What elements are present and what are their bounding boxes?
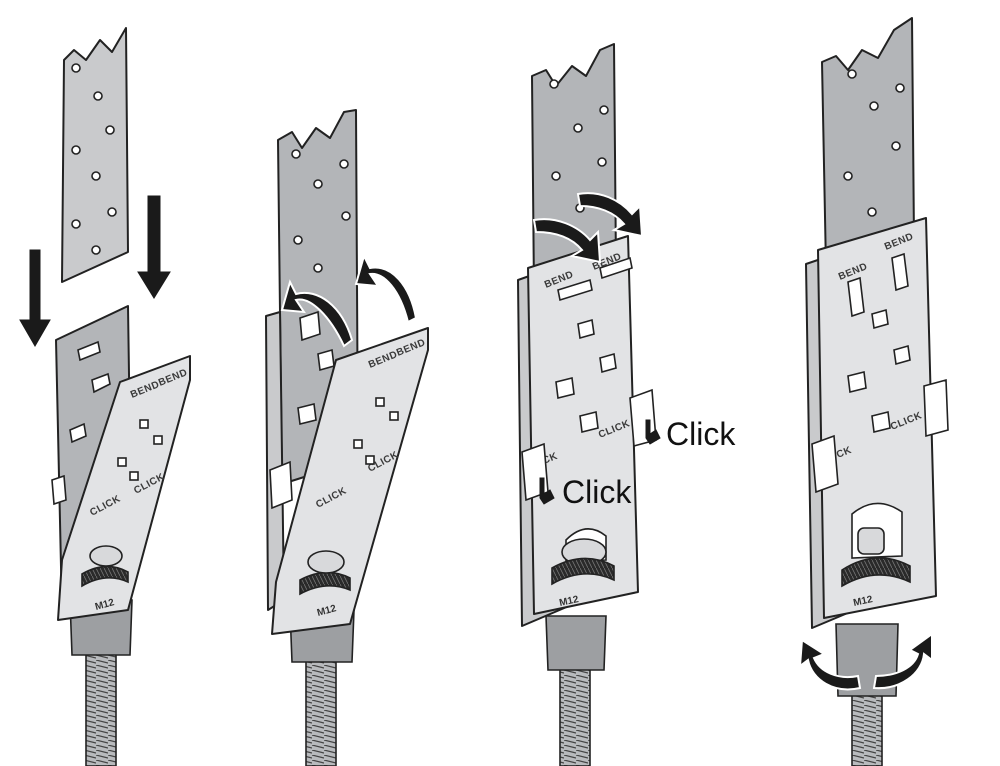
click-arrow-icon xyxy=(539,477,555,505)
arrow-down-icon xyxy=(19,249,51,348)
washer xyxy=(307,550,345,574)
threaded-rod xyxy=(305,649,337,766)
threaded-rod xyxy=(851,689,883,766)
knurled-nut xyxy=(299,571,351,596)
click-arrow-icon xyxy=(645,419,661,445)
knurled-nut xyxy=(551,557,615,586)
bend-arrow-icon xyxy=(354,253,418,324)
rotate-arrow-icon xyxy=(798,638,862,691)
click-callout-left: Click xyxy=(562,474,632,510)
bend-arrow-icon xyxy=(576,192,644,238)
knurled-nut xyxy=(841,557,911,588)
step-3: BEND BEND CLICK CK M12 Click Click xyxy=(517,43,736,766)
step-2: BEND BEND CLICK CLICK M12 xyxy=(265,109,429,766)
knurled-nut xyxy=(81,565,129,588)
step-1: BEND BEND CLICK CLICK M12 xyxy=(19,27,191,766)
click-clip xyxy=(811,434,839,494)
bolt-end xyxy=(857,527,885,555)
size-label: M12 xyxy=(558,594,580,609)
step-4: BEND BEND CLICK CK M12 xyxy=(798,17,949,766)
size-label: M12 xyxy=(852,594,874,609)
bend-arrow-icon xyxy=(532,218,602,264)
rotate-arrow-icon xyxy=(872,632,933,690)
washer xyxy=(89,545,123,567)
threaded-rod xyxy=(85,639,117,766)
click-callout-right: Click xyxy=(666,416,736,452)
size-label: M12 xyxy=(94,597,116,613)
bend-arrow-icon xyxy=(280,279,354,348)
click-clip xyxy=(923,378,949,438)
loose-plate xyxy=(61,27,129,283)
size-label: M12 xyxy=(316,603,338,619)
nut-body xyxy=(545,615,607,671)
cut-label: CK xyxy=(835,445,854,461)
arrow-down-icon xyxy=(137,195,171,299)
